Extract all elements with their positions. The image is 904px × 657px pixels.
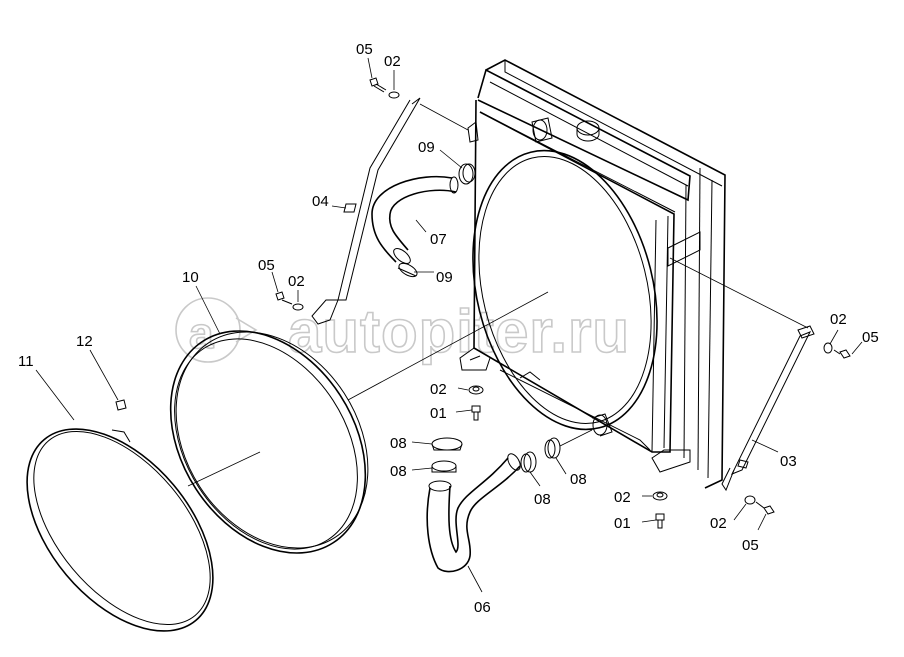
clip-12 — [115, 399, 127, 411]
callout-05-left: 05 — [258, 257, 275, 274]
callout-11: 11 — [18, 353, 34, 370]
callout-02-lower-right: 02 — [710, 515, 727, 532]
hose-clamp-08-c — [520, 451, 537, 473]
fan-guard-11 — [26, 428, 214, 632]
callout-08-d: 08 — [570, 471, 587, 488]
callout-12: 12 — [76, 333, 93, 350]
callout-08-c: 08 — [534, 491, 551, 508]
callout-labels: 05 02 09 04 07 09 05 02 10 12 11 02 01 0… — [18, 41, 879, 616]
callout-02-left: 02 — [288, 273, 305, 290]
callout-04: 04 — [312, 193, 329, 210]
washer-02-right — [823, 342, 833, 354]
bolt-05-right — [833, 349, 851, 359]
hose-clamp-08-d — [544, 429, 593, 459]
washer-02-left — [292, 303, 304, 311]
leader-lines — [35, 57, 863, 593]
callout-09-lower: 09 — [436, 269, 453, 286]
washer-02-bottom — [652, 491, 668, 501]
callout-09-upper: 09 — [418, 139, 435, 156]
bolt-05-lower-right — [755, 501, 775, 515]
callout-06: 06 — [474, 599, 491, 616]
bolt-05-top — [369, 77, 387, 93]
washer-02-center — [468, 385, 484, 395]
lower-hose-06 — [426, 453, 521, 573]
callout-02-center: 02 — [430, 381, 447, 398]
hose-clamp-08-a — [431, 437, 463, 451]
callout-08-a: 08 — [390, 435, 407, 452]
svg-text:a: a — [189, 309, 214, 358]
fan-ring-10 — [169, 330, 369, 554]
bolt-01-center — [471, 405, 481, 421]
callout-01-bottom: 01 — [614, 515, 631, 532]
hose-clamp-08-b — [431, 460, 457, 473]
washer-02-top — [388, 91, 400, 99]
callout-03: 03 — [780, 453, 797, 470]
hose-clamp-09-upper — [458, 163, 476, 185]
upper-hose-07 — [371, 175, 459, 264]
bolt-01-bottom — [655, 513, 665, 529]
callout-02-right: 02 — [830, 311, 847, 328]
watermark: a autopiter.ru — [175, 297, 630, 366]
bolt-05-left — [275, 291, 293, 305]
callout-07: 07 — [430, 231, 447, 248]
hose-clamp-09-lower — [397, 262, 418, 278]
stay-rod-03 — [721, 325, 815, 492]
radiator-core — [347, 59, 809, 489]
callout-10: 10 — [182, 269, 199, 286]
a-arrow-logo-icon: a — [175, 297, 258, 363]
callout-05-top: 05 — [356, 41, 373, 58]
callout-02-top: 02 — [384, 53, 401, 70]
callout-05-right: 05 — [862, 329, 879, 346]
callout-08-b: 08 — [390, 463, 407, 480]
washer-02-lower-right — [744, 495, 756, 505]
callout-05-lower-right: 05 — [742, 537, 759, 554]
stay-rod-04 — [311, 97, 469, 325]
callout-01-center: 01 — [430, 405, 447, 422]
watermark-text: autopiter.ru — [288, 298, 630, 365]
callout-02-bottom: 02 — [614, 489, 631, 506]
